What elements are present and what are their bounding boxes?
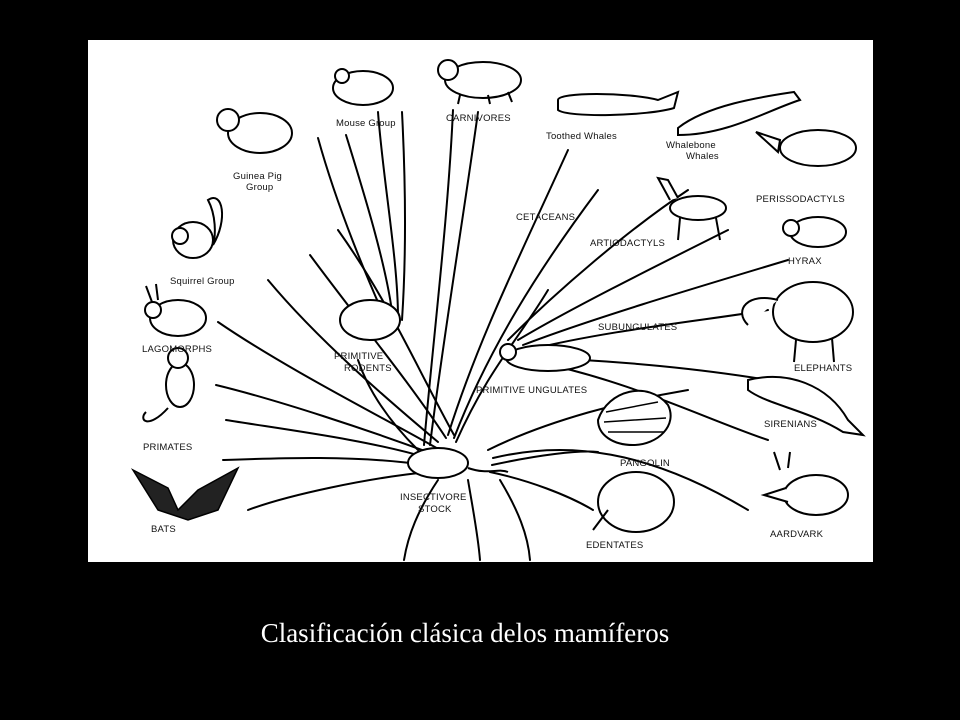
- label-subungulates: SUBUNGULATES: [598, 322, 677, 333]
- label-primitive-rodents-2: RODENTS: [344, 363, 392, 374]
- rabbit-icon: [144, 283, 207, 337]
- leopard-icon: [437, 59, 522, 105]
- hyrax-icon: [782, 216, 847, 248]
- label-primitive-ungulates: PRIMITIVE UNGULATES: [476, 385, 587, 396]
- guinea-pig-icon: [216, 108, 293, 154]
- primitive-ungulate-icon: [499, 343, 591, 372]
- antelope-icon: [656, 176, 727, 241]
- pangolin-icon: [596, 389, 672, 447]
- label-artiodactyls: ARTIODACTYLS: [590, 238, 665, 249]
- elephant-icon: [741, 281, 854, 363]
- squirrel-icon: [171, 197, 224, 259]
- label-hyrax: HYRAX: [788, 256, 822, 267]
- label-insectivore-stock: INSECTIVORE: [400, 492, 467, 503]
- label-cetaceans: CETACEANS: [516, 212, 575, 223]
- label-sirenians: SIRENIANS: [764, 419, 817, 430]
- toothed-whale-icon: [557, 90, 680, 117]
- bat-icon: [130, 466, 240, 521]
- aardvark-icon: [760, 451, 849, 516]
- label-primates: PRIMATES: [143, 442, 192, 453]
- label-pangolin: PANGOLIN: [620, 458, 670, 469]
- label-primitive-rodents: PRIMITIVE: [334, 351, 383, 362]
- label-guinea-pig-group: Group: [246, 182, 273, 193]
- mouse-icon: [332, 68, 394, 106]
- label-toothed-whales: Toothed Whales: [546, 131, 617, 142]
- mammal-evolution-diagram: Mouse Group CARNIVORES Toothed Whales Wh…: [88, 40, 873, 562]
- manatee-icon: [747, 376, 866, 437]
- label-insectivore-stock-2: STOCK: [418, 504, 452, 515]
- label-guinea-pig: Guinea Pig: [233, 171, 282, 182]
- label-bats: BATS: [151, 524, 176, 535]
- label-mouse-group: Mouse Group: [336, 118, 396, 129]
- label-lagomorphs: LAGOMORPHS: [142, 344, 212, 355]
- whalebone-whale-icon: [677, 90, 802, 137]
- label-squirrel-group: Squirrel Group: [170, 276, 235, 287]
- lineage-lines: [215, 109, 789, 561]
- insectivore-icon: [407, 447, 509, 479]
- slide-caption: Clasificación clásica delos mamíferos: [260, 618, 670, 648]
- label-edentates: EDENTATES: [586, 540, 643, 551]
- label-whalebone-whales: Whalebone: [666, 140, 716, 151]
- monkey-icon: [142, 347, 195, 423]
- label-aardvark: AARDVARK: [770, 529, 824, 540]
- label-perissodactyls: PERISSODACTYLS: [756, 194, 845, 205]
- tapir-icon: [755, 129, 857, 167]
- label-elephants: ELEPHANTS: [794, 363, 852, 374]
- label-carnivores: CARNIVORES: [446, 113, 511, 124]
- label-whalebone-whales-2: Whales: [686, 151, 719, 162]
- beaver-icon: [339, 299, 401, 341]
- anteater-icon: [592, 471, 675, 533]
